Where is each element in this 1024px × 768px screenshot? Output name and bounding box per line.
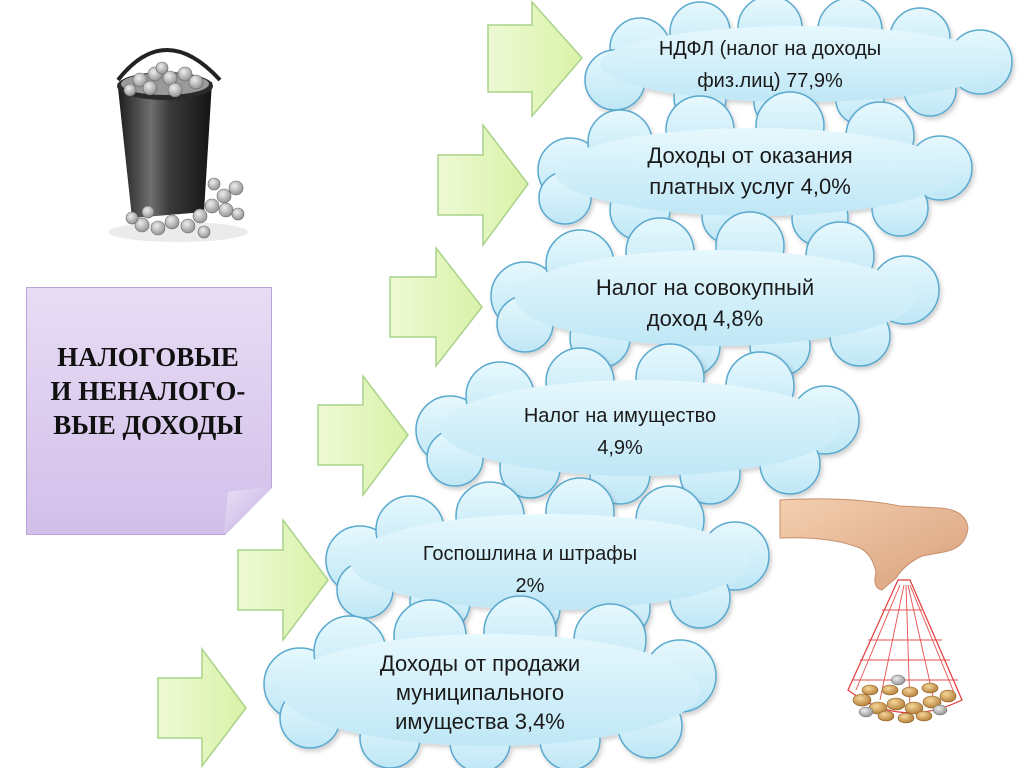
- arrow-6: [157, 646, 247, 768]
- arrow-1: [487, 0, 583, 119]
- arrow-4: [317, 373, 409, 498]
- cloud-property-sales-line-1: Доходы от продажи: [379, 651, 581, 676]
- cloud-property-tax: [415, 343, 860, 505]
- cloud-paid-services-text: Доходы от оказания платных услуг 4,0%: [590, 140, 910, 202]
- cloud-property-tax-line-1: Налог на имущество: [523, 405, 717, 427]
- cloud-property-sales: [263, 595, 717, 768]
- cloud-property-sales-line-3: имущества 3,4%: [395, 709, 565, 734]
- arrow-2: [437, 122, 529, 248]
- cloud-fees-fines-text: Госпошлина и штрафы 2%: [380, 538, 680, 602]
- cloud-property-tax-line-2: 4,9%: [597, 437, 643, 459]
- title-note-text: НАЛОГОВЫЕ И НЕНАЛОГО- ВЫЕ ДОХОДЫ: [26, 340, 270, 442]
- cloud-ndfl-line-1: НДФЛ (налог на доходы: [658, 38, 882, 60]
- cloud-property-sales-line-2: муниципального: [395, 680, 565, 705]
- cloud-property-sales-text: Доходы от продажи муниципального имущест…: [300, 649, 660, 736]
- cloud-ndfl-line-2: физ.лиц) 77,9%: [697, 70, 843, 92]
- cloud-fees-fines-line-1: Госпошлина и штрафы: [422, 543, 638, 565]
- cloud-ndfl-text: НДФЛ (налог на доходы физ.лиц) 77,9%: [620, 33, 920, 97]
- cloud-paid-services-line-2: платных услуг 4,0%: [649, 174, 851, 199]
- cloud-paid-services-line-1: Доходы от оказания: [647, 143, 853, 168]
- cloud-total-income-tax: [490, 211, 940, 377]
- net-bag-of-coins-image: [779, 498, 969, 724]
- cloud-fees-fines-line-2: 2%: [515, 575, 545, 597]
- cloud-total-income-tax-line-1: Налог на совокупный: [595, 275, 815, 300]
- title-line-2: И НЕНАЛОГО-: [50, 376, 246, 406]
- bucket-of-coins-image: [108, 48, 248, 242]
- title-line-3: ВЫЕ ДОХОДЫ: [53, 410, 243, 440]
- cloud-paid-services: [537, 91, 973, 247]
- arrow-3: [389, 245, 483, 369]
- title-line-1: НАЛОГОВЫЕ: [57, 342, 239, 372]
- cloud-property-tax-text: Налог на имущество 4,9%: [470, 400, 770, 464]
- cloud-total-income-tax-line-2: доход 4,8%: [646, 306, 764, 331]
- cloud-total-income-tax-text: Налог на совокупный доход 4,8%: [540, 272, 870, 334]
- arrow-5: [237, 517, 329, 643]
